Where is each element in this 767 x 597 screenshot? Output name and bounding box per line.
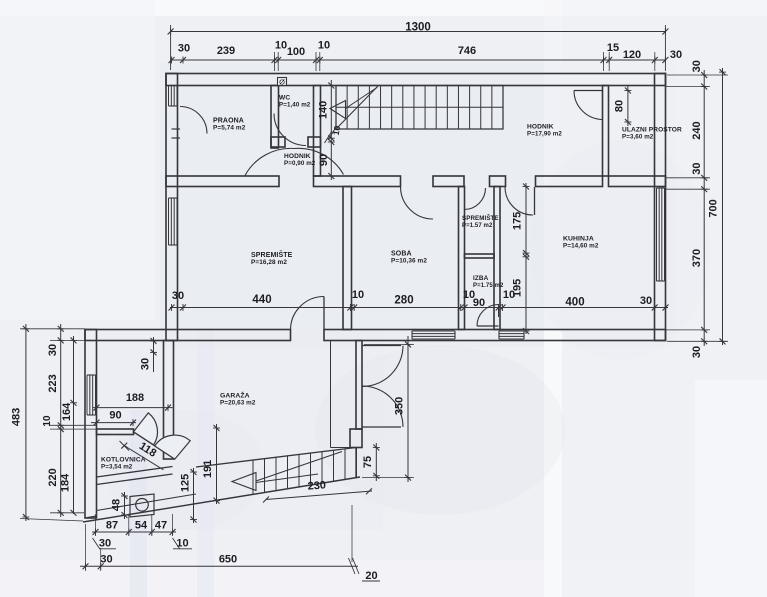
svg-text:75: 75	[362, 456, 374, 468]
svg-text:30: 30	[691, 60, 703, 72]
svg-text:184: 184	[60, 473, 72, 492]
svg-text:80: 80	[614, 100, 626, 112]
svg-text:87: 87	[106, 520, 118, 532]
svg-text:10: 10	[352, 289, 364, 301]
svg-text:100: 100	[287, 46, 305, 58]
svg-text:239: 239	[217, 45, 235, 57]
svg-text:280: 280	[394, 295, 413, 307]
svg-text:30: 30	[670, 49, 682, 61]
svg-text:P=3,60 m2: P=3,60 m2	[622, 134, 654, 141]
svg-text:15: 15	[607, 42, 619, 54]
svg-text:370: 370	[691, 249, 703, 267]
svg-text:400: 400	[565, 297, 584, 309]
svg-text:54: 54	[135, 520, 148, 532]
svg-text:440: 440	[252, 294, 271, 306]
svg-text:PRAONA: PRAONA	[213, 118, 244, 125]
svg-text:195: 195	[512, 279, 524, 297]
svg-text:20: 20	[365, 570, 377, 582]
svg-text:483: 483	[11, 408, 23, 426]
svg-text:30: 30	[640, 295, 652, 307]
svg-text:47: 47	[155, 520, 167, 532]
svg-text:IZBA: IZBA	[473, 275, 489, 282]
svg-text:140: 140	[318, 101, 330, 119]
svg-text:175: 175	[512, 212, 524, 230]
svg-text:1300: 1300	[405, 22, 431, 34]
svg-text:SPREMIŠTE: SPREMIŠTE	[251, 250, 293, 259]
svg-text:P=0,90 m2: P=0,90 m2	[284, 160, 316, 167]
svg-text:90: 90	[318, 154, 330, 166]
svg-text:746: 746	[458, 45, 476, 57]
svg-text:30: 30	[691, 162, 703, 174]
svg-text:125: 125	[180, 474, 192, 492]
svg-text:10: 10	[176, 538, 188, 550]
svg-text:10: 10	[463, 289, 475, 301]
svg-text:GARAŽA: GARAŽA	[220, 391, 250, 400]
svg-text:10: 10	[503, 289, 515, 301]
svg-text:191: 191	[202, 460, 214, 478]
svg-text:Ø: Ø	[279, 77, 285, 86]
svg-text:SPREMIŠTE: SPREMIŠTE	[462, 214, 499, 222]
svg-text:P=1,40 m2: P=1,40 m2	[279, 102, 311, 109]
svg-text:650: 650	[219, 554, 237, 566]
svg-text:P=17,90 m2: P=17,90 m2	[527, 131, 562, 138]
svg-text:30: 30	[100, 554, 112, 566]
svg-text:P=20,63 m2: P=20,63 m2	[220, 400, 256, 407]
svg-text:P=10,36 m2: P=10,36 m2	[391, 258, 427, 265]
svg-text:30: 30	[99, 538, 111, 550]
svg-text:WC: WC	[279, 95, 290, 102]
svg-text:240: 240	[691, 121, 703, 139]
svg-text:30: 30	[172, 290, 184, 302]
svg-text:HODNIK: HODNIK	[284, 153, 311, 160]
svg-text:10: 10	[331, 125, 343, 136]
svg-text:P=16,28 m2: P=16,28 m2	[251, 259, 287, 266]
svg-text:30: 30	[140, 358, 152, 370]
svg-text:350: 350	[394, 397, 406, 415]
svg-text:90: 90	[109, 410, 121, 422]
svg-text:ULAZNI PROSTOR: ULAZNI PROSTOR	[622, 127, 682, 134]
svg-text:120: 120	[623, 49, 641, 61]
svg-text:10: 10	[318, 40, 330, 52]
svg-text:30: 30	[47, 344, 59, 356]
svg-text:220: 220	[47, 468, 59, 486]
svg-text:SOBA: SOBA	[391, 251, 412, 258]
svg-text:223: 223	[47, 374, 59, 392]
svg-text:P=1.57 m2: P=1.57 m2	[462, 223, 493, 229]
svg-text:10: 10	[275, 40, 287, 52]
svg-text:230: 230	[307, 479, 326, 492]
svg-text:HODNIK: HODNIK	[527, 124, 554, 131]
svg-text:30: 30	[691, 346, 703, 358]
svg-text:188: 188	[126, 392, 144, 404]
svg-text:48: 48	[111, 499, 123, 511]
svg-text:P=1.75 m2: P=1.75 m2	[473, 283, 504, 289]
svg-text:KUHINJA: KUHINJA	[563, 236, 594, 243]
svg-text:164: 164	[61, 402, 73, 421]
svg-text:30: 30	[178, 43, 190, 55]
svg-text:P=3,54 m2: P=3,54 m2	[101, 464, 133, 471]
svg-text:90: 90	[473, 297, 485, 309]
svg-text:KOTLOVNICA: KOTLOVNICA	[101, 457, 146, 464]
svg-text:P=5,74 m2: P=5,74 m2	[213, 125, 246, 132]
svg-text:P=14,60 m2: P=14,60 m2	[563, 243, 599, 250]
svg-text:700: 700	[708, 199, 720, 217]
svg-text:10: 10	[42, 415, 53, 427]
